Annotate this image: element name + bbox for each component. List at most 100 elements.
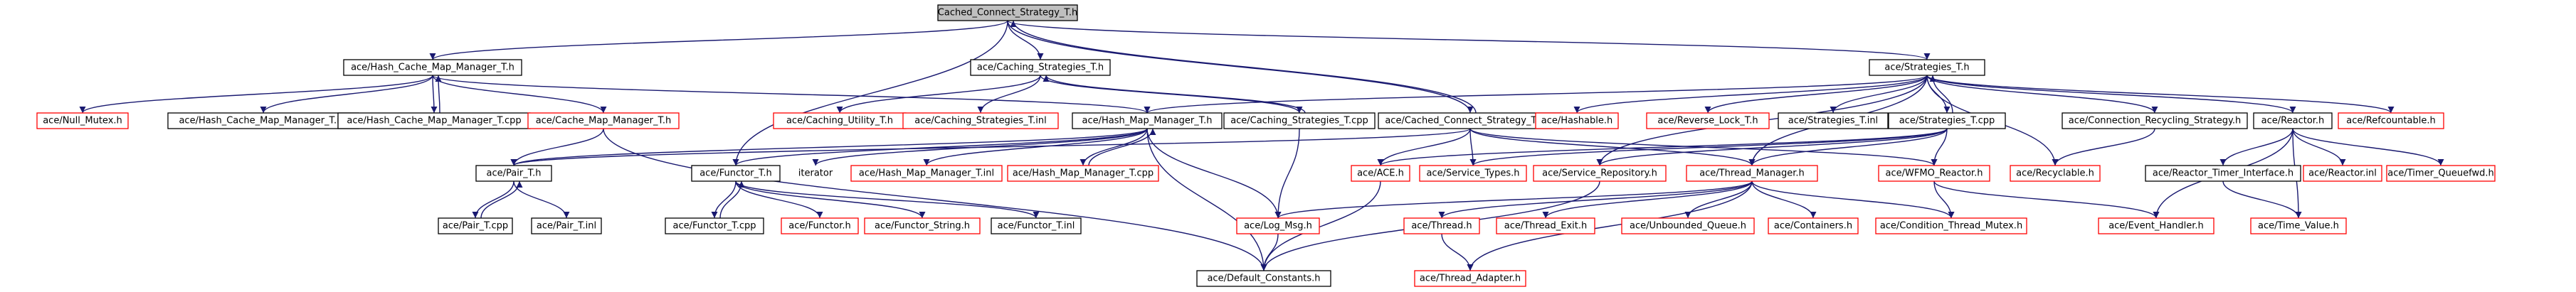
node-box xyxy=(1403,217,1480,234)
node-label: ace/Thread_Manager.h xyxy=(1699,168,1805,179)
node-label: ace/Functor_T.h xyxy=(700,168,772,179)
edge-reactor-to-timerqf xyxy=(2292,128,2444,166)
edge-functor-to-functorinl xyxy=(735,180,1040,219)
graph-node-functorstr[interactable]: ace/Functor_String.h xyxy=(864,217,981,234)
graph-node-texit[interactable]: ace/Thread_Exit.h xyxy=(1496,217,1595,234)
graph-node-refcount[interactable]: ace/Refcountable.h xyxy=(2338,112,2444,129)
graph-node-paircpp[interactable]: ace/Pair_T.cpp xyxy=(438,217,513,234)
node-label: ace/Functor_String.h xyxy=(875,221,970,232)
node-label: ace/Pair_T.h xyxy=(487,168,542,179)
graph-node-cmm[interactable]: ace/Cache_Map_Manager_T.h xyxy=(527,112,680,129)
graph-node-hcmmcpp[interactable]: ace/Hash_Cache_Map_Manager_T.cpp xyxy=(337,112,531,129)
node-box xyxy=(527,112,680,129)
edge-pair-to-pairinl xyxy=(513,180,570,219)
node-label: ace/Service_Repository.h xyxy=(1542,168,1657,179)
node-box xyxy=(36,112,129,129)
graph-node-reactorinl[interactable]: ace/Reactor.inl xyxy=(2303,165,2382,182)
graph-node-timevalue[interactable]: ace/Time_Value.h xyxy=(2250,217,2347,234)
graph-node-functor[interactable]: ace/Functor_T.h xyxy=(691,165,781,182)
graph-node-functorinl[interactable]: ace/Functor_T.inl xyxy=(991,217,1082,234)
graph-node-rtimer[interactable]: ace/Reactor_Timer_Interface.h xyxy=(2145,165,2301,182)
node-box xyxy=(1414,270,1526,287)
edge-hmmcpp-to-hmm xyxy=(1088,128,1156,166)
graph-node-hmminl[interactable]: ace/Hash_Map_Manager_T.inl xyxy=(850,165,1003,182)
edge-functorcpp-to-functor xyxy=(719,180,745,219)
node-label: ace/Caching_Utility_T.h xyxy=(786,116,893,126)
edge-root-to-cs xyxy=(1007,20,1044,60)
graph-node-stratinl[interactable]: ace/Strategies_T.inl xyxy=(1778,112,1889,129)
graph-node-recyclable[interactable]: ace/Recyclable.h xyxy=(2010,165,2101,182)
graph-node-timerqf[interactable]: ace/Timer_Queuefwd.h xyxy=(2386,165,2496,182)
node-box xyxy=(343,59,522,76)
graph-node-svcrepo[interactable]: ace/Service_Repository.h xyxy=(1533,165,1667,182)
graph-node-stratcpp[interactable]: ace/Strategies_T.cpp xyxy=(1888,112,2006,129)
edge-cscpp-to-cs xyxy=(1042,75,1306,114)
node-label: ace/Connection_Recycling_Strategy.h xyxy=(2069,116,2241,126)
node-label: ace/Pair_T.cpp xyxy=(443,221,508,232)
edge-tmgr-to-tadapter xyxy=(1467,180,1753,271)
edge-stratcpp-to-acefile xyxy=(1377,128,1948,166)
graph-node-hashable[interactable]: ace/Hashable.h xyxy=(1535,112,1619,129)
graph-node-strat[interactable]: ace/Strategies_T.h xyxy=(1869,59,1985,76)
graph-node-defconst[interactable]: ace/Default_Constants.h xyxy=(1196,270,1331,287)
graph-node-csinl[interactable]: ace/Caching_Strategies_T.inl xyxy=(902,112,1059,129)
edge-paircpp-to-pair xyxy=(480,180,523,219)
graph-node-pairinl[interactable]: ace/Pair_T.inl xyxy=(531,217,602,234)
node-label: ace/Reactor.inl xyxy=(2308,168,2377,179)
graph-node-wfmo[interactable]: ace/WFMO_Reactor.h xyxy=(1878,165,1990,182)
node-box xyxy=(902,112,1059,129)
graph-node-cs[interactable]: ace/Caching_Strategies_T.h xyxy=(970,59,1111,76)
graph-node-hcmminl[interactable]: ace/Hash_Cache_Map_Manager_T.inl xyxy=(167,112,359,129)
graph-node-root[interactable]: Cached_Connect_Strategy_T.h xyxy=(937,4,1078,21)
edge-strat-to-connrec xyxy=(1926,75,2158,114)
graph-node-nullmutex[interactable]: ace/Null_Mutex.h xyxy=(36,112,129,129)
node-box xyxy=(665,217,764,234)
node-label: ace/Strategies_T.inl xyxy=(1788,116,1878,126)
graph-node-unbq[interactable]: ace/Unbounded_Queue.h xyxy=(1621,217,1755,234)
node-label: ace/Timer_Queuefwd.h xyxy=(2387,168,2493,179)
node-box xyxy=(1236,217,1320,234)
node-label: ace/WFMO_Reactor.h xyxy=(1886,168,1983,179)
graph-node-tmgr[interactable]: ace/Thread_Manager.h xyxy=(1686,165,1818,182)
edge-functor-to-functorcpp xyxy=(711,180,737,219)
node-box xyxy=(1196,270,1331,287)
graph-node-containers[interactable]: ace/Containers.h xyxy=(1768,217,1859,234)
edges-layer xyxy=(79,20,2444,271)
graph-node-tadapter[interactable]: ace/Thread_Adapter.h xyxy=(1414,270,1526,287)
node-box xyxy=(2303,165,2382,182)
graph-node-hmmcpp[interactable]: ace/Hash_Map_Manager_T.cpp xyxy=(1007,165,1159,182)
node-label: ace/Refcountable.h xyxy=(2346,116,2435,126)
node-label: ace/Unbounded_Queue.h xyxy=(1630,221,1746,232)
graph-node-revlock[interactable]: ace/Reverse_Lock_T.h xyxy=(1646,112,1770,129)
graph-node-functorh[interactable]: ace/Functor.h xyxy=(781,217,859,234)
graph-node-functorcpp[interactable]: ace/Functor_T.cpp xyxy=(665,217,764,234)
edge-cmm-to-defconst xyxy=(603,128,1267,271)
graph-node-evhandler[interactable]: ace/Event_Handler.h xyxy=(2098,217,2215,234)
nodes-layer: Cached_Connect_Strategy_T.h ace/Hash_Cach… xyxy=(36,4,2496,287)
graph-node-hmm[interactable]: ace/Hash_Map_Manager_T.h xyxy=(1072,112,1223,129)
edge-strat-to-reactor xyxy=(1926,75,2296,114)
edge-hmm-to-functor xyxy=(732,128,1148,166)
node-box xyxy=(864,217,981,234)
edge-root-to-strat xyxy=(1007,20,1931,60)
graph-node-svctypes[interactable]: ace/Service_Types.h xyxy=(1419,165,1527,182)
edge-rtimer-to-timevalue xyxy=(2222,180,2302,219)
edge-strat-to-hashable xyxy=(1573,75,1928,114)
node-box xyxy=(475,165,552,182)
graph-node-ccscpp[interactable]: ace/Cached_Connect_Strategy_T.cpp xyxy=(1378,112,1563,129)
graph-node-condmutex[interactable]: ace/Condition_Thread_Mutex.h xyxy=(1875,217,2027,234)
graph-node-acefile[interactable]: ace/ACE.h xyxy=(1351,165,1410,182)
graph-node-iterator: iterator xyxy=(798,168,833,179)
graph-node-pair[interactable]: ace/Pair_T.h xyxy=(475,165,552,182)
graph-node-logmsg[interactable]: ace/Log_Msg.h xyxy=(1236,217,1320,234)
graph-node-reactor[interactable]: ace/Reactor.h xyxy=(2253,112,2333,129)
graph-node-cscpp[interactable]: ace/Caching_Strategies_T.cpp xyxy=(1223,112,1376,129)
node-label: ace/Default_Constants.h xyxy=(1207,274,1320,284)
graph-node-cutil[interactable]: ace/Caching_Utility_T.h xyxy=(773,112,907,129)
node-label: ace/Pair_T.inl xyxy=(537,221,596,232)
graph-node-thread[interactable]: ace/Thread.h xyxy=(1403,217,1480,234)
node-label: ace/Event_Handler.h xyxy=(2108,221,2204,232)
graph-node-hcmm[interactable]: ace/Hash_Cache_Map_Manager_T.h xyxy=(343,59,522,76)
node-box xyxy=(970,59,1111,76)
graph-node-connrec[interactable]: ace/Connection_Recycling_Strategy.h xyxy=(2062,112,2248,129)
